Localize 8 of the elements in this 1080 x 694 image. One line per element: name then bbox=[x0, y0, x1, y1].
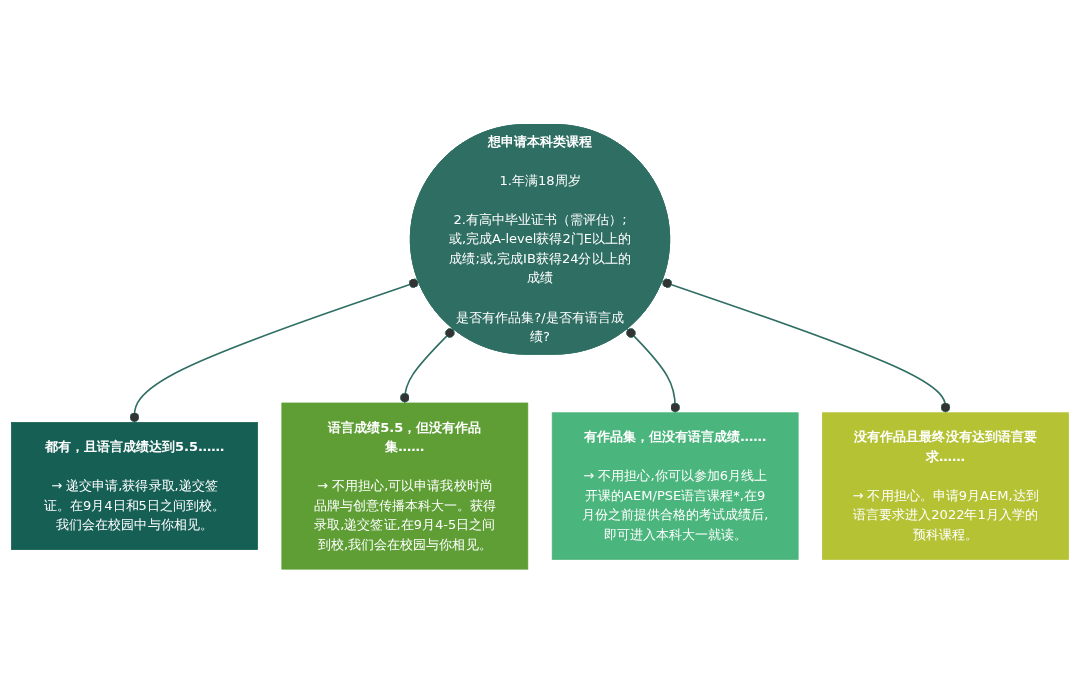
connector bbox=[661, 278, 951, 414]
node-box: 都有，且语言成绩达到5.5…… → 递交申请,获得录取,递交签证。在9月4日和5日之间到校。我们会在校园中与你相见。 bbox=[11, 422, 258, 551]
connector bbox=[626, 328, 681, 414]
node-box: 没有作品且最终没有达到语言要求…… → 不用担心。申请9月AEM,达到语言要求进入2022年1月入学的预科课程。 bbox=[822, 412, 1069, 560]
node-box: 有作品集，但没有语言成绩…… → 不用担心,你可以参加6月线上开课的AEM/PSE语言课程*,在9月份之前提供合格的考试成绩后,即可进入本科大一就读。 bbox=[551, 412, 799, 560]
connector bbox=[129, 278, 420, 424]
connector bbox=[399, 328, 455, 404]
node-box: 语言成绩5.5，但没有作品集…… → 不用担心,可以申请我校时尚品牌与创意传播本科大一。获得录取,递交签证,在9月4-5日之间到校,我们会在校园与你相见。 bbox=[281, 402, 529, 570]
